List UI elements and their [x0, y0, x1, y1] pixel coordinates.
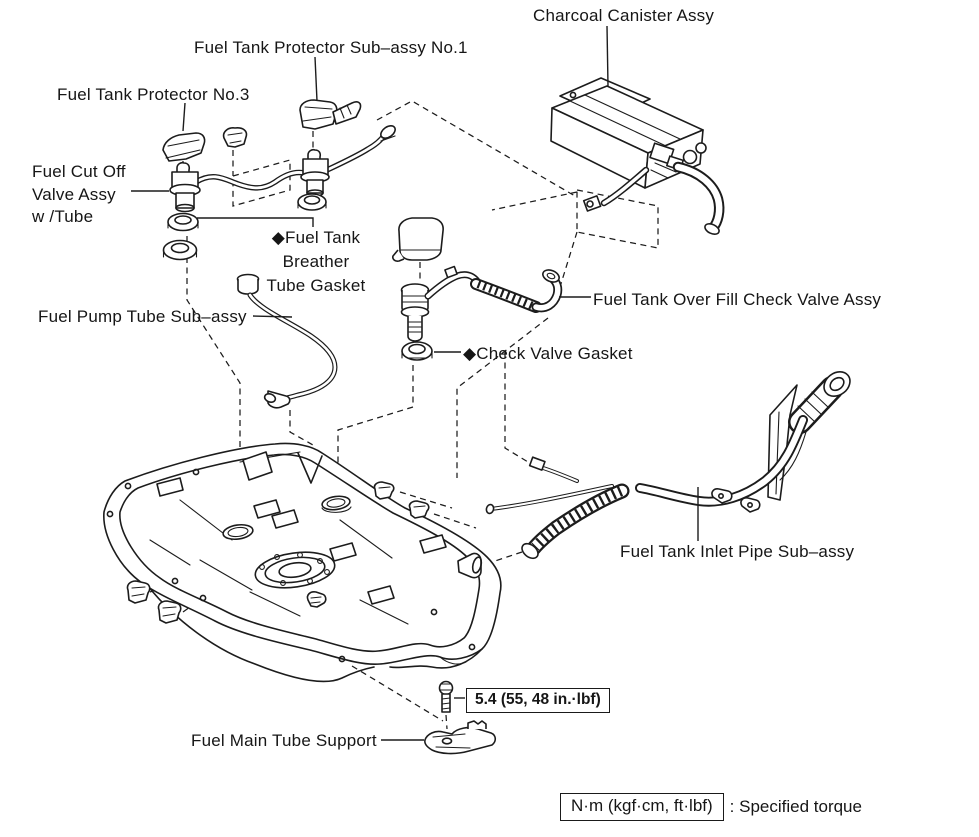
cutoff-valve-assembly-drawing: [162, 99, 396, 261]
label-check-valve-gasket: ◆Check Valve Gasket: [463, 344, 633, 363]
overfill-check-valve-drawing: [392, 217, 563, 361]
legend-unit-box: N·m (kgf·cm, ft·lbf): [560, 793, 724, 821]
label-fuel-pump-tube: Fuel Pump Tube Sub–assy: [38, 307, 247, 326]
label-fuel-cut-off-valve: Fuel Cut Off Valve Assy w /Tube: [32, 162, 126, 226]
label-charcoal-canister: Charcoal Canister Assy: [533, 6, 715, 25]
support-bracket-drawing: [424, 680, 497, 755]
label-inlet-pipe: Fuel Tank Inlet Pipe Sub–assy: [620, 542, 855, 561]
torque-legend: N·m (kgf·cm, ft·lbf) : Specified torque: [560, 793, 862, 821]
label-protector-no1: Fuel Tank Protector Sub–assy No.1: [194, 38, 468, 57]
legend-description: : Specified torque: [729, 797, 862, 816]
torque-spec-callout: 5.4 (55, 48 in.·lbf): [466, 688, 610, 713]
label-protector-no3: Fuel Tank Protector No.3: [57, 85, 250, 104]
label-breather-tube-gasket: ◆Fuel Tank Breather Tube Gasket: [266, 228, 366, 295]
charcoal-canister-drawing: [550, 77, 725, 235]
fuel-pump-tube-drawing: [236, 273, 338, 409]
alignment-dashed-lines: [149, 100, 659, 730]
fuel-tank-drawing: [103, 442, 502, 683]
leader-lines: [131, 25, 699, 741]
inlet-pipe-drawing: [485, 370, 851, 560]
label-main-tube-support: Fuel Main Tube Support: [191, 731, 377, 750]
label-over-fill-check-valve: Fuel Tank Over Fill Check Valve Assy: [593, 290, 882, 309]
